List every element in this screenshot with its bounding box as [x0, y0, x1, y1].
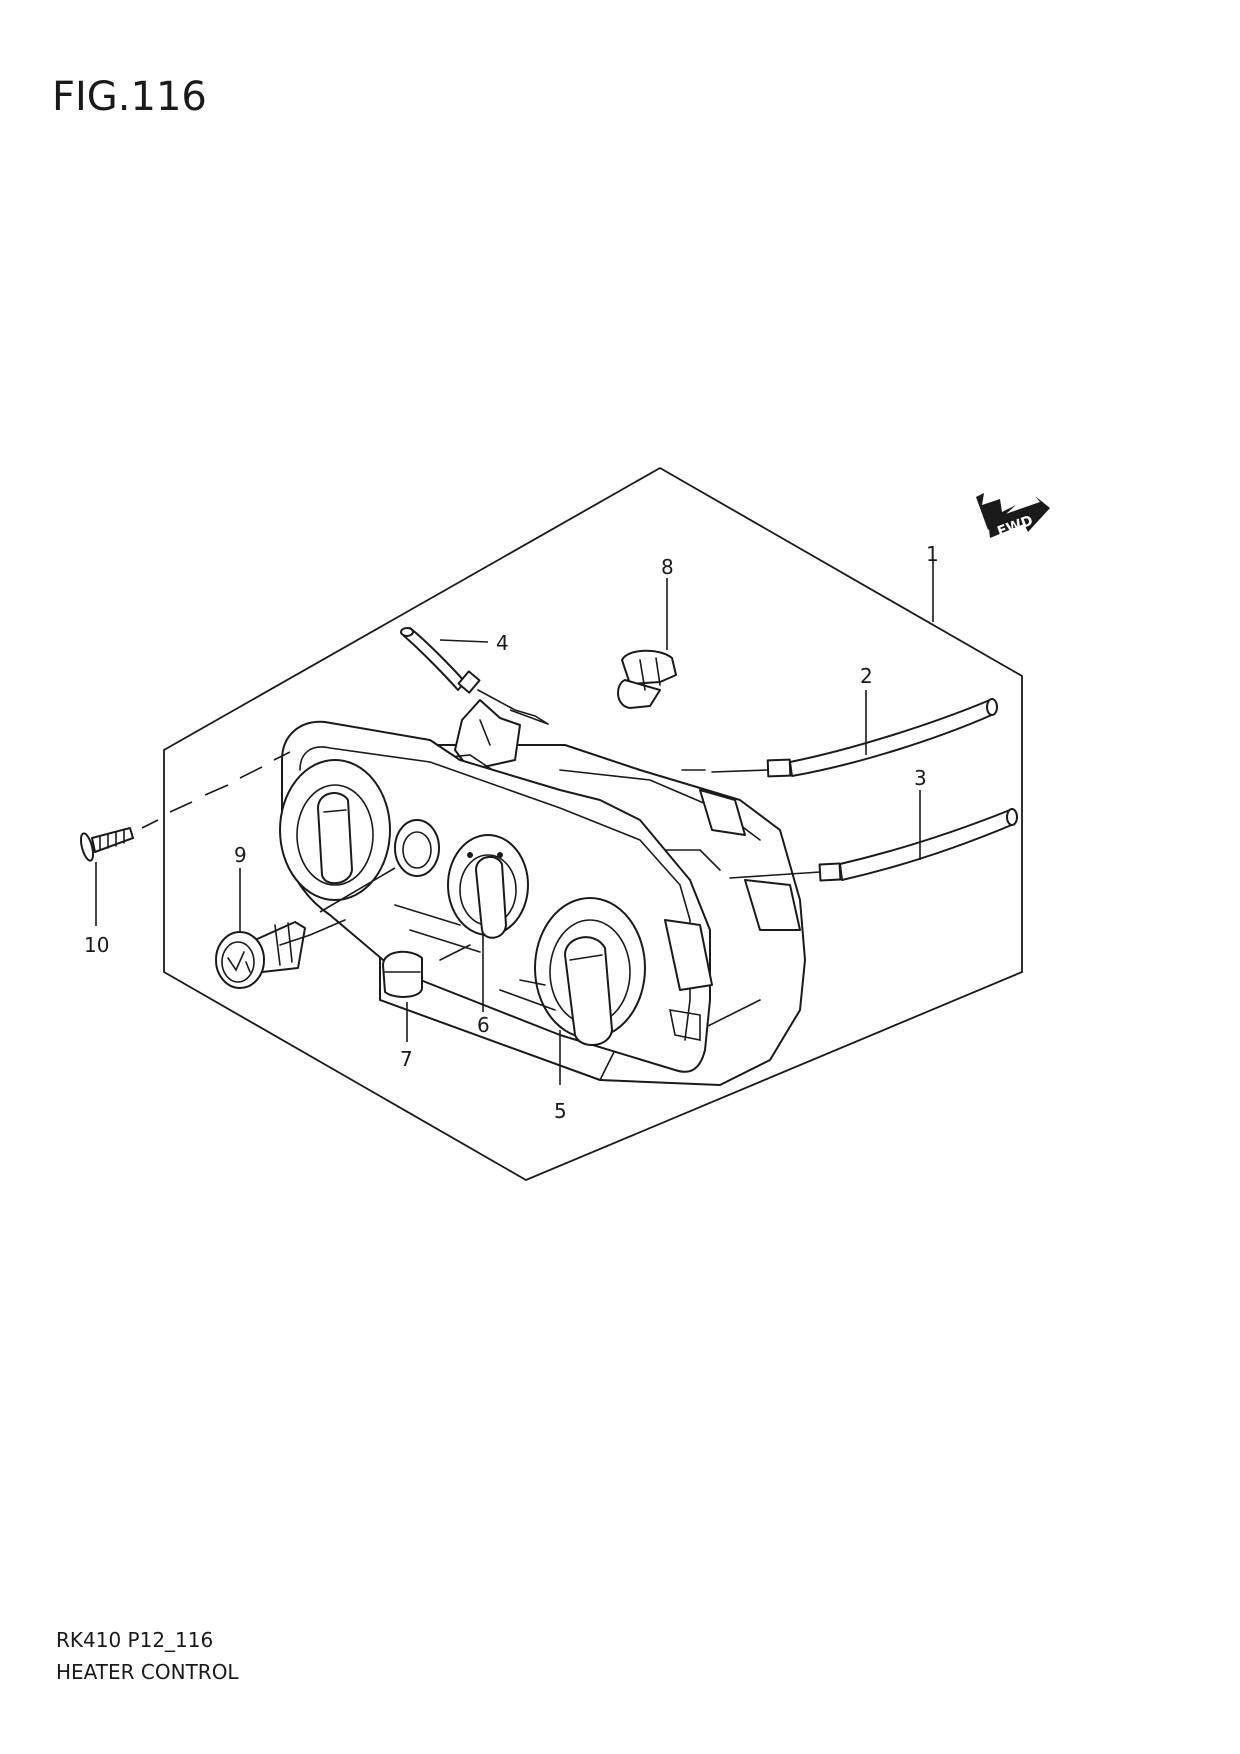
- fwd-arrow-icon: FWD: [976, 493, 1050, 540]
- callout-3: 3: [914, 766, 927, 790]
- ac-switch-9: [215, 919, 346, 989]
- figure-code: RK410 P12_116: [56, 1628, 214, 1652]
- switch-alignment-line: [319, 867, 396, 913]
- control-cable-4: [400, 627, 549, 725]
- assembly-outline: [163, 466, 1023, 1182]
- callout-8: 8: [661, 555, 674, 579]
- callout-9: 9: [234, 843, 247, 867]
- cable4-alignment-line: [509, 709, 549, 725]
- control-cable-2: [681, 698, 998, 778]
- figure-title: FIG.116: [52, 74, 207, 120]
- figure-name: HEATER CONTROL: [56, 1660, 239, 1684]
- leader-4: [439, 639, 489, 643]
- callout-6: 6: [477, 1013, 490, 1037]
- bulb-8: [617, 649, 677, 709]
- callout-7: 7: [400, 1047, 413, 1071]
- screw-10: [79, 827, 134, 862]
- callout-4: 4: [496, 631, 509, 655]
- control-cable-3: [729, 808, 1018, 882]
- callout-2: 2: [860, 664, 873, 688]
- heater-control-assembly: [279, 699, 806, 1086]
- callout-10: 10: [84, 933, 109, 957]
- callout-5: 5: [554, 1099, 567, 1123]
- knob-cap-7: [382, 950, 423, 998]
- callout-1: 1: [926, 542, 939, 566]
- screw-alignment-line: [141, 751, 291, 829]
